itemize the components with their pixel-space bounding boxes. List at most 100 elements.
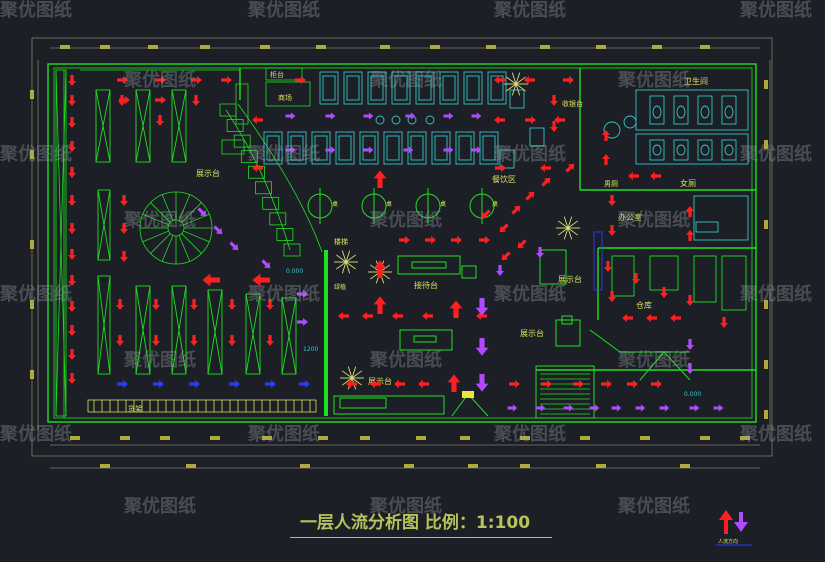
stair-tread: [150, 202, 171, 223]
dimension-tick: [764, 220, 768, 229]
toilet-stall: [673, 139, 689, 161]
plant-leaf: [515, 76, 526, 85]
flow-arrow: [252, 273, 270, 287]
toilet-stall: [673, 95, 689, 125]
flow-arrow: [524, 76, 535, 84]
flow-arrow: [229, 380, 240, 388]
booth-seat: [311, 131, 331, 165]
plants: [334, 72, 580, 390]
flow-arrow: [670, 314, 681, 322]
flow-arrow: [635, 404, 646, 412]
flow-arrow: [373, 170, 387, 189]
women-label: 女厕: [680, 178, 696, 188]
watermark-text: 聚优图纸: [739, 283, 812, 305]
flow-arrow: [363, 146, 374, 154]
flow-arrow: [475, 337, 489, 356]
flow-arrow: [509, 380, 520, 388]
plant-leaf: [567, 216, 573, 229]
flow-arrow: [471, 112, 482, 120]
dimension-tick: [30, 300, 34, 309]
flow-arrow: [507, 404, 518, 412]
watermark-text: 聚优图纸: [493, 283, 566, 305]
flow-arrow: [608, 225, 616, 236]
shelf-rack: [95, 89, 111, 163]
plant-leaf: [563, 227, 569, 240]
spiral-stair: [139, 191, 213, 265]
flow-arrow: [68, 141, 76, 152]
watermark-text: 聚优图纸: [247, 143, 320, 165]
dimension-tick: [740, 436, 750, 440]
booth-seat: [359, 131, 379, 165]
stair-tread: [181, 202, 202, 223]
flow-arrow: [190, 299, 198, 310]
booth-seat: [263, 131, 283, 165]
plant-leaf: [351, 366, 357, 379]
flow-arrow: [190, 335, 198, 346]
flow-arrow: [422, 312, 433, 320]
plant-leaf: [515, 83, 526, 92]
flow-arrow: [213, 225, 223, 235]
booth-seat: [463, 71, 483, 105]
shelf-rack: [245, 293, 261, 375]
booth-cushion: [466, 75, 480, 101]
left-pillars: [55, 69, 67, 417]
watermark-text: 聚优图纸: [369, 495, 442, 517]
flow-arrow: [68, 223, 76, 234]
flow-arrow: [517, 239, 527, 249]
flow-arrow: [266, 299, 274, 310]
dimension-tick: [300, 464, 310, 468]
flow-arrow: [265, 380, 276, 388]
booth-cushion: [386, 135, 400, 161]
flow-arrow: [686, 339, 694, 350]
dimension-tick: [30, 370, 34, 379]
flow-arrows: [68, 75, 728, 412]
flow-arrow: [611, 404, 622, 412]
shelf-rack-cross: [97, 189, 111, 261]
flow-arrow: [713, 404, 724, 412]
dimension-tick: [60, 45, 70, 49]
dimension-ticks: [30, 45, 768, 468]
stair-tread: [161, 194, 174, 221]
dimension-tick: [764, 80, 768, 89]
reception-label: 接待台: [414, 280, 438, 290]
watermark-text: 聚优图纸: [247, 423, 320, 445]
dimension-tick: [380, 45, 390, 49]
flow-arrow: [297, 290, 308, 298]
booth-cushion: [346, 75, 360, 101]
flow-arrow: [228, 335, 236, 346]
watermark-text: 聚优图纸: [247, 283, 320, 305]
booth-seat: [439, 71, 459, 105]
flow-arrow: [370, 380, 381, 388]
booth-seat: [367, 71, 387, 105]
dimension-tick: [200, 45, 210, 49]
flow-arrow: [563, 404, 574, 412]
dim-label-1: 1200: [303, 346, 318, 353]
plant-leaf: [345, 261, 351, 274]
booth-seating: [263, 71, 545, 169]
toilet-bowl: [700, 144, 710, 156]
watermark-text: 聚优图纸: [0, 283, 72, 305]
stair-step: [226, 119, 244, 132]
counter-label: 柜台: [270, 70, 284, 79]
watermark-text: 聚优图纸: [0, 423, 72, 445]
flow-arrow: [68, 373, 76, 384]
flow-arrow: [686, 206, 694, 217]
shelf-rack: [281, 297, 297, 375]
flow-arrow: [447, 374, 461, 393]
watermark-text: 聚优图纸: [369, 349, 442, 371]
dimension-tick: [680, 464, 690, 468]
toilet-bowl: [652, 105, 662, 119]
flow-arrow: [285, 146, 296, 154]
watermark-layer: 聚优图纸聚优图纸聚优图纸聚优图纸聚优图纸聚优图纸聚优图纸聚优图纸聚优图纸聚优图纸…: [0, 0, 812, 517]
flow-arrow: [659, 404, 670, 412]
chair: [391, 115, 401, 125]
flow-arrow: [266, 335, 274, 346]
booth-seat: [319, 71, 339, 105]
flow-arrow: [604, 261, 612, 272]
bottom-shelf: [87, 399, 317, 413]
booth-seat: [343, 71, 363, 105]
stair-step: [262, 196, 280, 210]
watermark-text: 聚优图纸: [369, 209, 442, 231]
dimension-tick: [316, 45, 326, 49]
entrance: [451, 391, 489, 417]
